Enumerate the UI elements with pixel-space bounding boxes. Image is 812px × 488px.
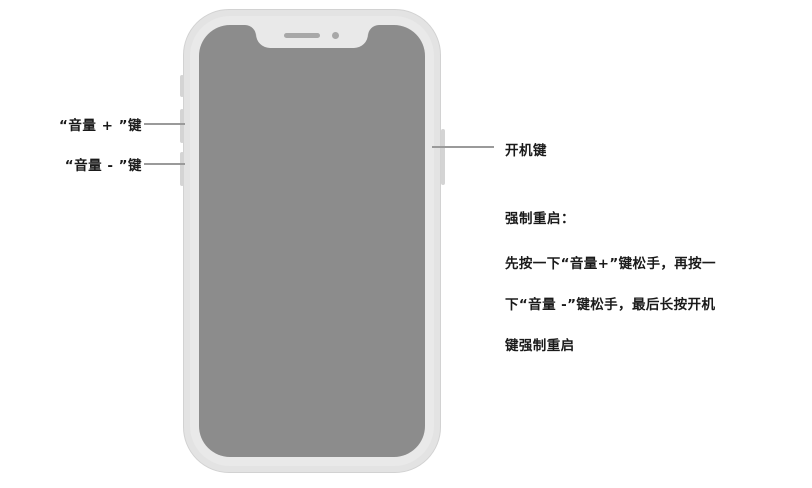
notch-corner-right — [368, 25, 379, 36]
power-button[interactable] — [440, 129, 445, 185]
leader-line-volume-up — [144, 123, 185, 125]
leader-line-power — [432, 146, 494, 148]
mute-switch-button[interactable] — [179, 75, 184, 97]
front-camera-icon — [332, 32, 339, 39]
instructions-heading: 强制重启： — [505, 211, 575, 227]
instructions-line-3: 键强制重启 — [505, 338, 575, 354]
instructions-line-2: 下“音量 -”键松手，最后长按开机 — [505, 297, 716, 313]
volume-down-button[interactable] — [179, 152, 184, 186]
phone-notch — [245, 25, 379, 48]
callout-label-power: 开机键 — [505, 143, 547, 159]
earpiece-speaker-icon — [284, 33, 320, 38]
callout-label-volume-up: “音量 + ”键 — [59, 118, 142, 134]
phone-screen — [199, 25, 425, 457]
volume-up-button[interactable] — [179, 109, 184, 143]
notch-corner-left — [245, 25, 256, 36]
phone-illustration — [179, 9, 445, 473]
leader-line-volume-down — [144, 163, 185, 165]
callout-label-volume-down: “音量 - ”键 — [64, 158, 142, 174]
instructions-line-1: 先按一下“音量+”键松手，再按一 — [505, 256, 716, 272]
